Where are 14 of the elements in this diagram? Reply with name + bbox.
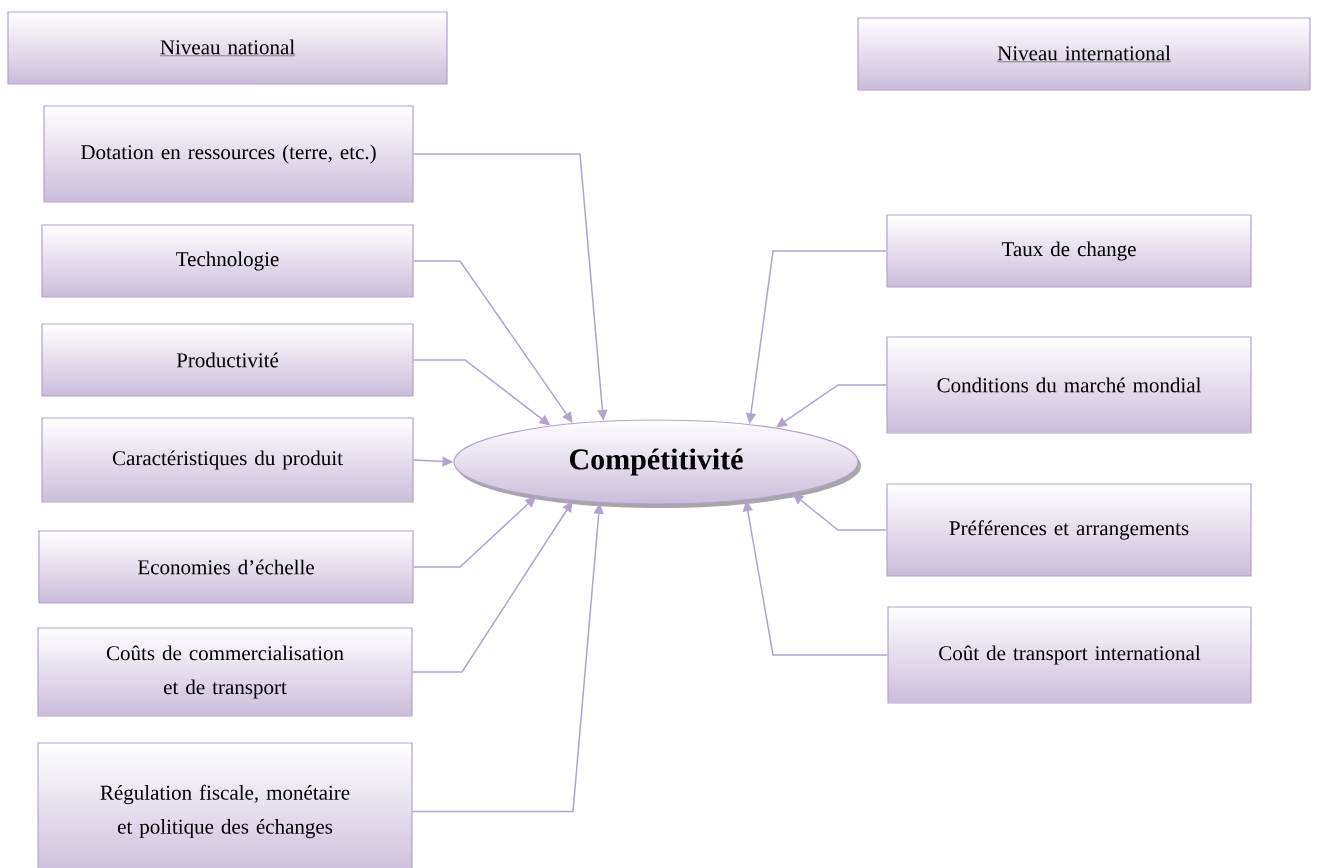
factor-box: Conditions du marché mondial [886,336,1252,434]
arrow [411,503,604,813]
factor-box: Economies d’échelle [38,530,414,604]
factor-box: Coûts de commercialisation et de transport [37,627,413,717]
factor-box: Régulation fiscale, monétaire et politique des échanges [37,742,413,868]
factor-box: Technologie [41,224,414,298]
factor-box: Préférences et arrangements [886,483,1252,577]
heading-box: Niveau international [857,17,1311,91]
factor-box: Productivité [41,323,414,397]
factor-box: Caractéristiques du produit [41,417,414,503]
factor-box: Dotation en ressources (terre, etc.) [43,105,414,203]
heading-box: Niveau national [7,11,448,85]
factor-box: Taux de change [886,214,1252,288]
factor-box: Coût de transport international [887,606,1252,704]
